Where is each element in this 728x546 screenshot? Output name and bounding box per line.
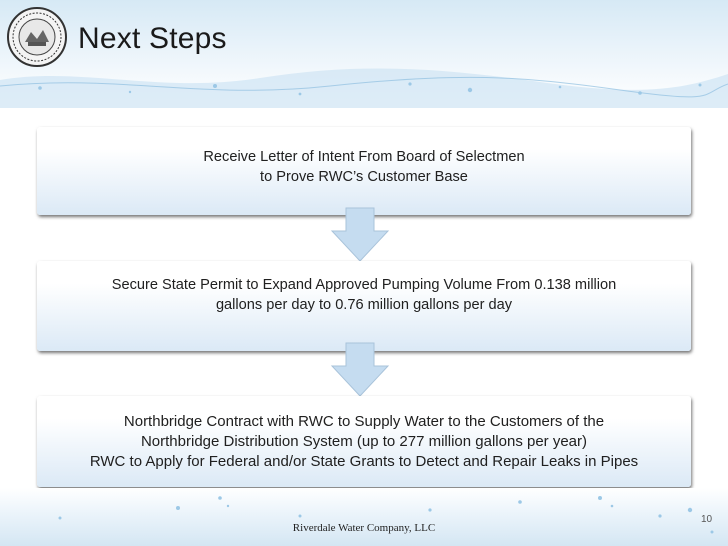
footer-water-band [0, 488, 728, 546]
step-box-2: Secure State Permit to Expand Approved P… [37, 261, 691, 351]
step-3-line-2: Northbridge Distribution System (up to 2… [140, 432, 588, 450]
down-arrow-icon [330, 207, 390, 262]
step-3-line-1: Northbridge Contract with RWC to Supply … [123, 412, 605, 430]
footer-company-name: Riverdale Water Company, LLC [292, 522, 436, 534]
water-wave-graphic [0, 68, 728, 108]
step-2-line-2: gallons per day to 0.76 million gallons … [215, 297, 513, 313]
slide-title: Next Steps [78, 22, 227, 55]
step-box-1: Receive Letter of Intent From Board of S… [37, 127, 691, 215]
down-arrow-icon [330, 342, 390, 397]
town-seal-icon [7, 7, 67, 67]
step-1-line-2: to Prove RWC’s Customer Base [260, 169, 468, 185]
step-box-3: Northbridge Contract with RWC to Supply … [37, 396, 691, 487]
water-bubbles-graphic [58, 496, 714, 534]
page-number: 10 [701, 514, 713, 525]
step-3-line-3: RWC to Apply for Federal and/or State Gr… [89, 452, 639, 470]
step-2-line-1: Secure State Permit to Expand Approved P… [111, 277, 617, 293]
step-1-line-1: Receive Letter of Intent From Board of S… [203, 149, 525, 165]
header-water-banner [0, 0, 728, 108]
